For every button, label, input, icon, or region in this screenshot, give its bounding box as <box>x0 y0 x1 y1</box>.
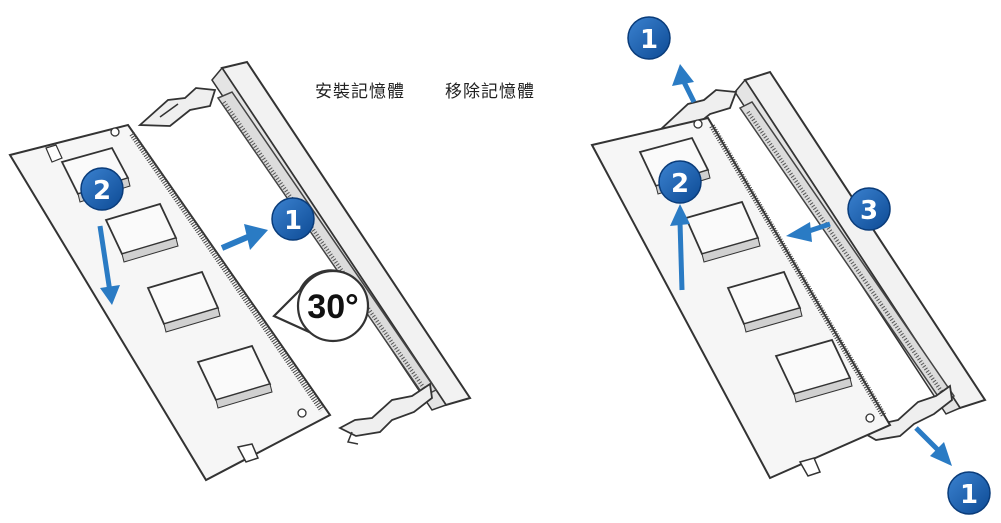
svg-text:2: 2 <box>93 176 111 206</box>
remove-memory-module <box>590 116 892 480</box>
arrow-down-icon <box>100 285 120 305</box>
remove-arrows <box>670 64 952 466</box>
arrow-up-icon <box>670 204 690 226</box>
svg-text:1: 1 <box>960 480 978 510</box>
remove-step-badge-1-top: 1 <box>627 16 671 60</box>
svg-text:1: 1 <box>284 206 302 236</box>
arrow-up-icon <box>672 64 694 86</box>
svg-text:2: 2 <box>671 169 689 199</box>
install-step-badge-1: 1 <box>271 197 315 241</box>
arrow-left-icon <box>786 222 812 242</box>
arrow-right-icon <box>244 224 268 250</box>
install-chips <box>60 146 273 409</box>
install-arrows <box>97 224 268 305</box>
remove-slot <box>657 70 987 441</box>
angle-callout: 30° <box>272 269 370 343</box>
install-step-badge-2: 2 <box>80 167 124 211</box>
install-slot <box>137 60 472 445</box>
remove-step-badge-3: 3 <box>847 187 891 231</box>
install-memory-module <box>8 123 332 482</box>
svg-text:1: 1 <box>640 25 658 55</box>
svg-text:3: 3 <box>860 196 878 226</box>
angle-label: 30° <box>307 288 358 326</box>
remove-illustration: 1 2 3 1 <box>590 16 991 515</box>
remove-step-badge-1-bottom: 1 <box>947 471 991 515</box>
remove-step-badge-2: 2 <box>658 160 702 204</box>
install-illustration: 30° 2 1 <box>8 60 472 482</box>
arrow-down-right-icon <box>930 442 952 466</box>
install-caption: 安裝記憶體 <box>315 82 405 102</box>
remove-caption: 移除記憶體 <box>445 82 535 102</box>
